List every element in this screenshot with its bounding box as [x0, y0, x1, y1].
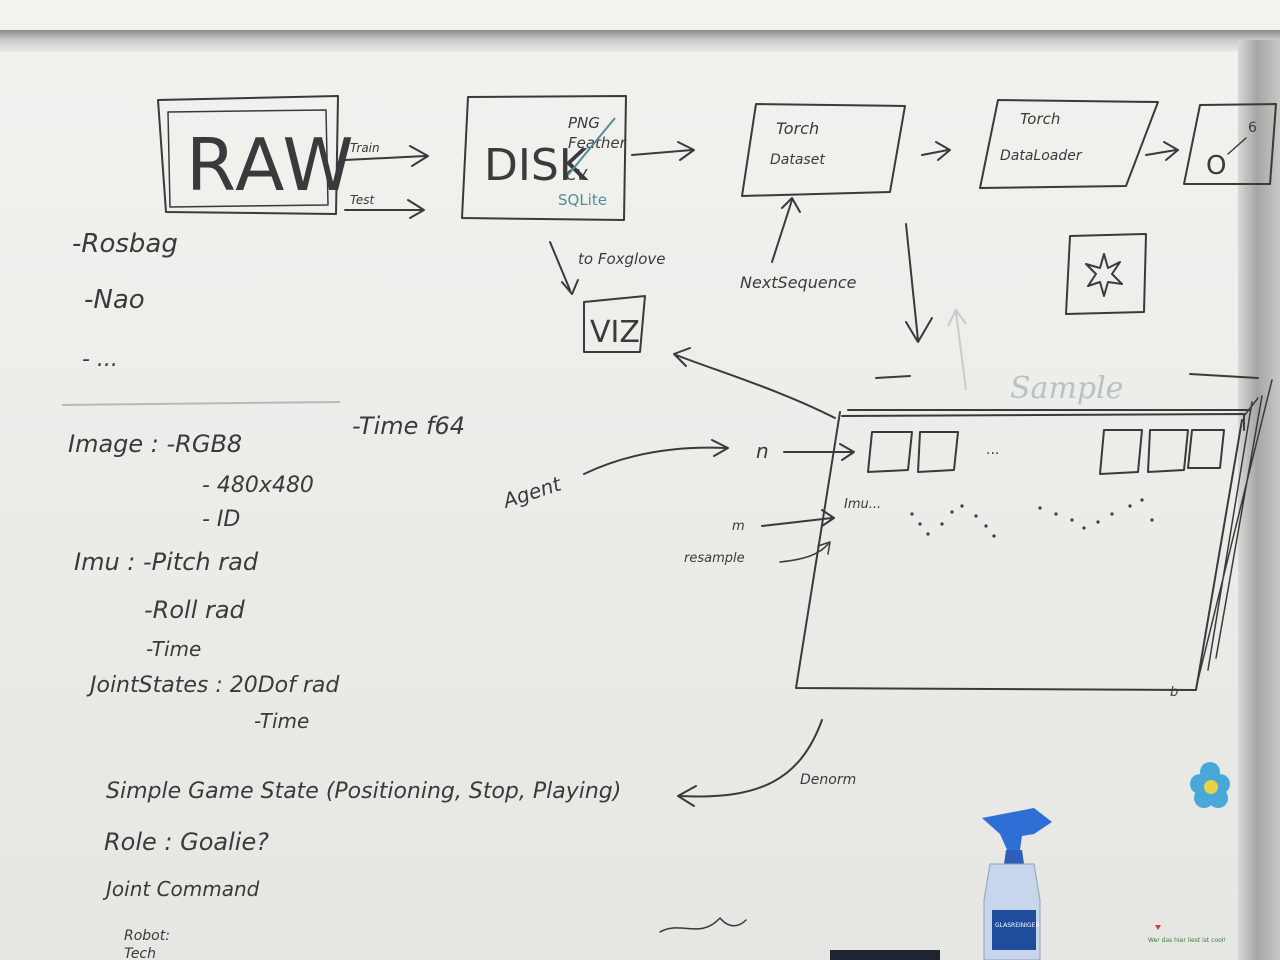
torch-dataloader-line2: DataLoader [1000, 148, 1083, 164]
corner-label: b [1170, 685, 1178, 700]
sample-label: Sample [1010, 371, 1123, 406]
scribble [659, 917, 747, 933]
test-label: Test [350, 193, 375, 207]
note-image-res: - 480x480 [202, 473, 314, 498]
model-box: O 6 [1183, 103, 1277, 185]
agent-arrow [583, 439, 729, 475]
dataset-to-loader-arrow [921, 141, 951, 161]
denorm-label: Denorm [800, 772, 856, 788]
note-image: Image : -RGB8 [68, 430, 242, 458]
next-sequence-arrow [771, 197, 801, 263]
torch-dataloader-line1: Torch [1020, 110, 1060, 128]
disk-label: DISK [484, 140, 589, 191]
note-robot-2: Tech [124, 946, 156, 960]
sample-up-arrow [947, 308, 967, 391]
sticker-text: Wer das hier liest ist cool! [1148, 937, 1226, 944]
note-image-id: - ID [202, 507, 240, 532]
format-feather: Feather [568, 134, 627, 152]
format-csv: CV [566, 166, 588, 184]
model-symbol: O [1206, 151, 1226, 181]
format-png: PNG [568, 114, 600, 132]
resample-label: resample [684, 551, 745, 566]
bottle-label: GLASREINIGER [995, 922, 1040, 929]
star-icon [1065, 233, 1147, 315]
note-joint-time: -Time [254, 709, 309, 733]
source-more: - ... [82, 347, 118, 372]
raw-label: RAW [186, 123, 356, 207]
n-arrow [783, 443, 855, 461]
source-nao: -Nao [84, 285, 145, 315]
resample-arrow [779, 541, 831, 563]
marker-tray [830, 950, 940, 960]
torch-dataset-box: Torch Dataset [741, 103, 906, 197]
disk-to-viz-arrow [549, 241, 579, 295]
note-robot: Robot: [124, 928, 170, 944]
loader-to-model-arrow [1145, 141, 1179, 161]
viz-label: VIZ [590, 315, 640, 350]
next-sequence-label: NextSequence [740, 273, 857, 292]
agent-label: Agent [498, 471, 565, 513]
divider [61, 401, 341, 406]
note-role: Role : Goalie? [104, 828, 269, 856]
train-arrow [344, 145, 429, 167]
m-arrow [761, 509, 835, 527]
note-game-state: Simple Game State (Positioning, Stop, Pl… [106, 779, 621, 804]
note-command: Joint Command [102, 877, 260, 901]
flower-magnet-icon [1190, 762, 1230, 808]
spray-bottle-icon: GLASREINIGER [982, 808, 1052, 960]
n-label: n [756, 439, 769, 463]
sample-volume: Sample ... Imu... b [795, 371, 1273, 700]
test-arrow [344, 199, 425, 219]
imu-series-label: Imu... [844, 497, 881, 512]
torch-dataset-line2: Dataset [770, 152, 825, 168]
note-time-f64: -Time f64 [352, 412, 465, 440]
note-joint: JointStates : 20Dof rad [86, 673, 340, 698]
note-imu-time: -Time [146, 637, 201, 661]
source-rosbag: -Rosbag [72, 229, 178, 259]
denorm-arrow [677, 719, 823, 807]
to-foxglove-label: to Foxglove [578, 250, 665, 268]
whiteboard-frame-right [1238, 40, 1280, 960]
sticker: Wer das hier liest ist cool! [1148, 925, 1226, 944]
disk-box: DISK PNG Feather CV SQLite [461, 95, 627, 221]
frames-ellipsis: ... [986, 442, 999, 458]
m-label: m [732, 519, 745, 534]
raw-box: RAW [157, 95, 356, 215]
format-sqlite: SQLite [558, 191, 607, 209]
sample-to-viz-arrow [673, 347, 836, 419]
note-roll: -Roll rad [144, 596, 246, 624]
torch-dataset-line1: Torch [776, 119, 819, 138]
dataset-to-sample-arrow [905, 223, 933, 343]
torch-dataloader-box: Torch DataLoader [979, 99, 1159, 189]
train-label: Train [350, 141, 380, 155]
whiteboard-frame-top [0, 30, 1280, 52]
viz-box: VIZ [583, 295, 646, 353]
note-imu: Imu : -Pitch rad [74, 548, 259, 576]
disk-to-dataset-arrow [631, 141, 695, 161]
model-superscript: 6 [1248, 120, 1257, 136]
